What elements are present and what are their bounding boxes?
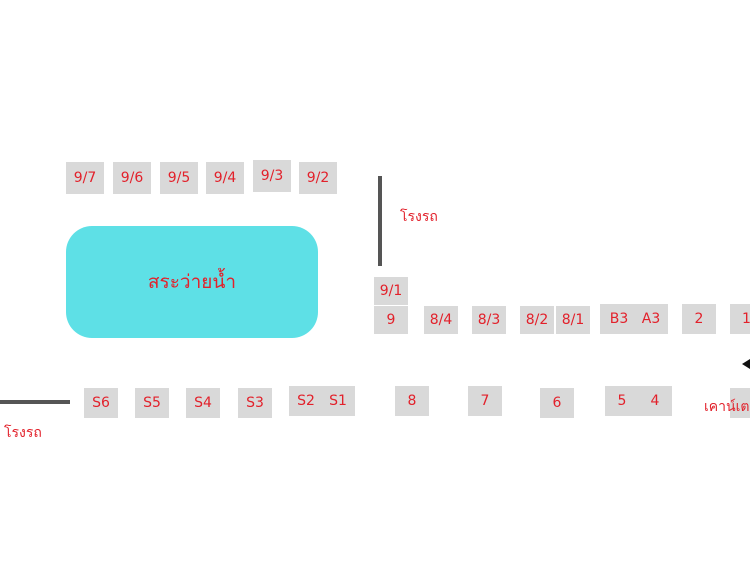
booth-label: S3: [246, 395, 264, 411]
booth-label: 9/7: [73, 170, 97, 186]
booth-label: S2: [297, 393, 315, 409]
booth-label: S1: [329, 393, 347, 409]
booth-label: S4: [194, 395, 212, 411]
counter-box: [730, 388, 750, 418]
booth-s3: S3: [238, 388, 272, 418]
booth-4: 4: [638, 386, 672, 416]
booth-9-7: 9/7: [66, 162, 104, 194]
booth-9-1: 9/1: [374, 277, 408, 305]
booth-6: 6: [540, 388, 574, 418]
booth-9-6: 9/6: [113, 162, 151, 194]
booth-label: 5: [617, 393, 627, 409]
booth-label: A3: [641, 311, 661, 327]
booth-s4: S4: [186, 388, 220, 418]
booth-s6: S6: [84, 388, 118, 418]
booth-label: 9/1: [379, 283, 403, 299]
pool-label: สระว่ายน้ำ: [147, 271, 237, 293]
booth-8-3: 8/3: [472, 306, 506, 334]
booth-s2: S2: [289, 386, 323, 416]
booth-8-1: 8/1: [556, 306, 590, 334]
booth-label: 8/4: [429, 312, 453, 328]
parking-label-left: โรงรถ: [4, 425, 42, 441]
booth-9: 9: [374, 306, 408, 334]
booth-8-2: 8/2: [520, 306, 554, 334]
booth-8-4: 8/4: [424, 306, 458, 334]
booth-7: 7: [468, 386, 502, 416]
booth-8: 8: [395, 386, 429, 416]
booth-label: 6: [552, 395, 562, 411]
booth-label: 9/4: [213, 170, 237, 186]
parking-label-right: โรงรถ: [400, 209, 438, 225]
booth-s1: S1: [321, 386, 355, 416]
booth-label: B3: [609, 311, 629, 327]
booth-label: 1: [742, 311, 750, 327]
booth-s5: S5: [135, 388, 169, 418]
booth-9-4: 9/4: [206, 162, 244, 194]
booth-label: 8/1: [561, 312, 585, 328]
booth-label: 9/3: [260, 168, 284, 184]
booth-label: 9/6: [120, 170, 144, 186]
booth-label: 8/3: [477, 312, 501, 328]
booth-label: 9/5: [167, 170, 191, 186]
booth-label: 7: [480, 393, 490, 409]
parking-wall-right: [378, 176, 382, 266]
booth-5: 5: [605, 386, 639, 416]
booth-label: 8: [407, 393, 417, 409]
booth-9-5: 9/5: [160, 162, 198, 194]
booth-label: 8/2: [525, 312, 549, 328]
booth-label: 4: [650, 393, 660, 409]
booth-9-2: 9/2: [299, 162, 337, 194]
counter-label: เคาน์เต: [704, 399, 750, 415]
arrow-left-icon: [742, 359, 750, 369]
booth-label: 9/2: [306, 170, 330, 186]
booth-label: 9: [386, 312, 396, 328]
booth-label: S5: [143, 395, 161, 411]
parking-wall-left: [0, 400, 70, 404]
booth-2: 2: [682, 304, 716, 334]
booth-label: S6: [92, 395, 110, 411]
booth-b3: B3: [600, 304, 638, 334]
booth-a3: A3: [634, 304, 668, 334]
booth-9-3: 9/3: [253, 160, 291, 192]
booth-label: 2: [694, 311, 704, 327]
swimming-pool: สระว่ายน้ำ: [66, 226, 318, 338]
booth-1: 1: [730, 304, 750, 334]
